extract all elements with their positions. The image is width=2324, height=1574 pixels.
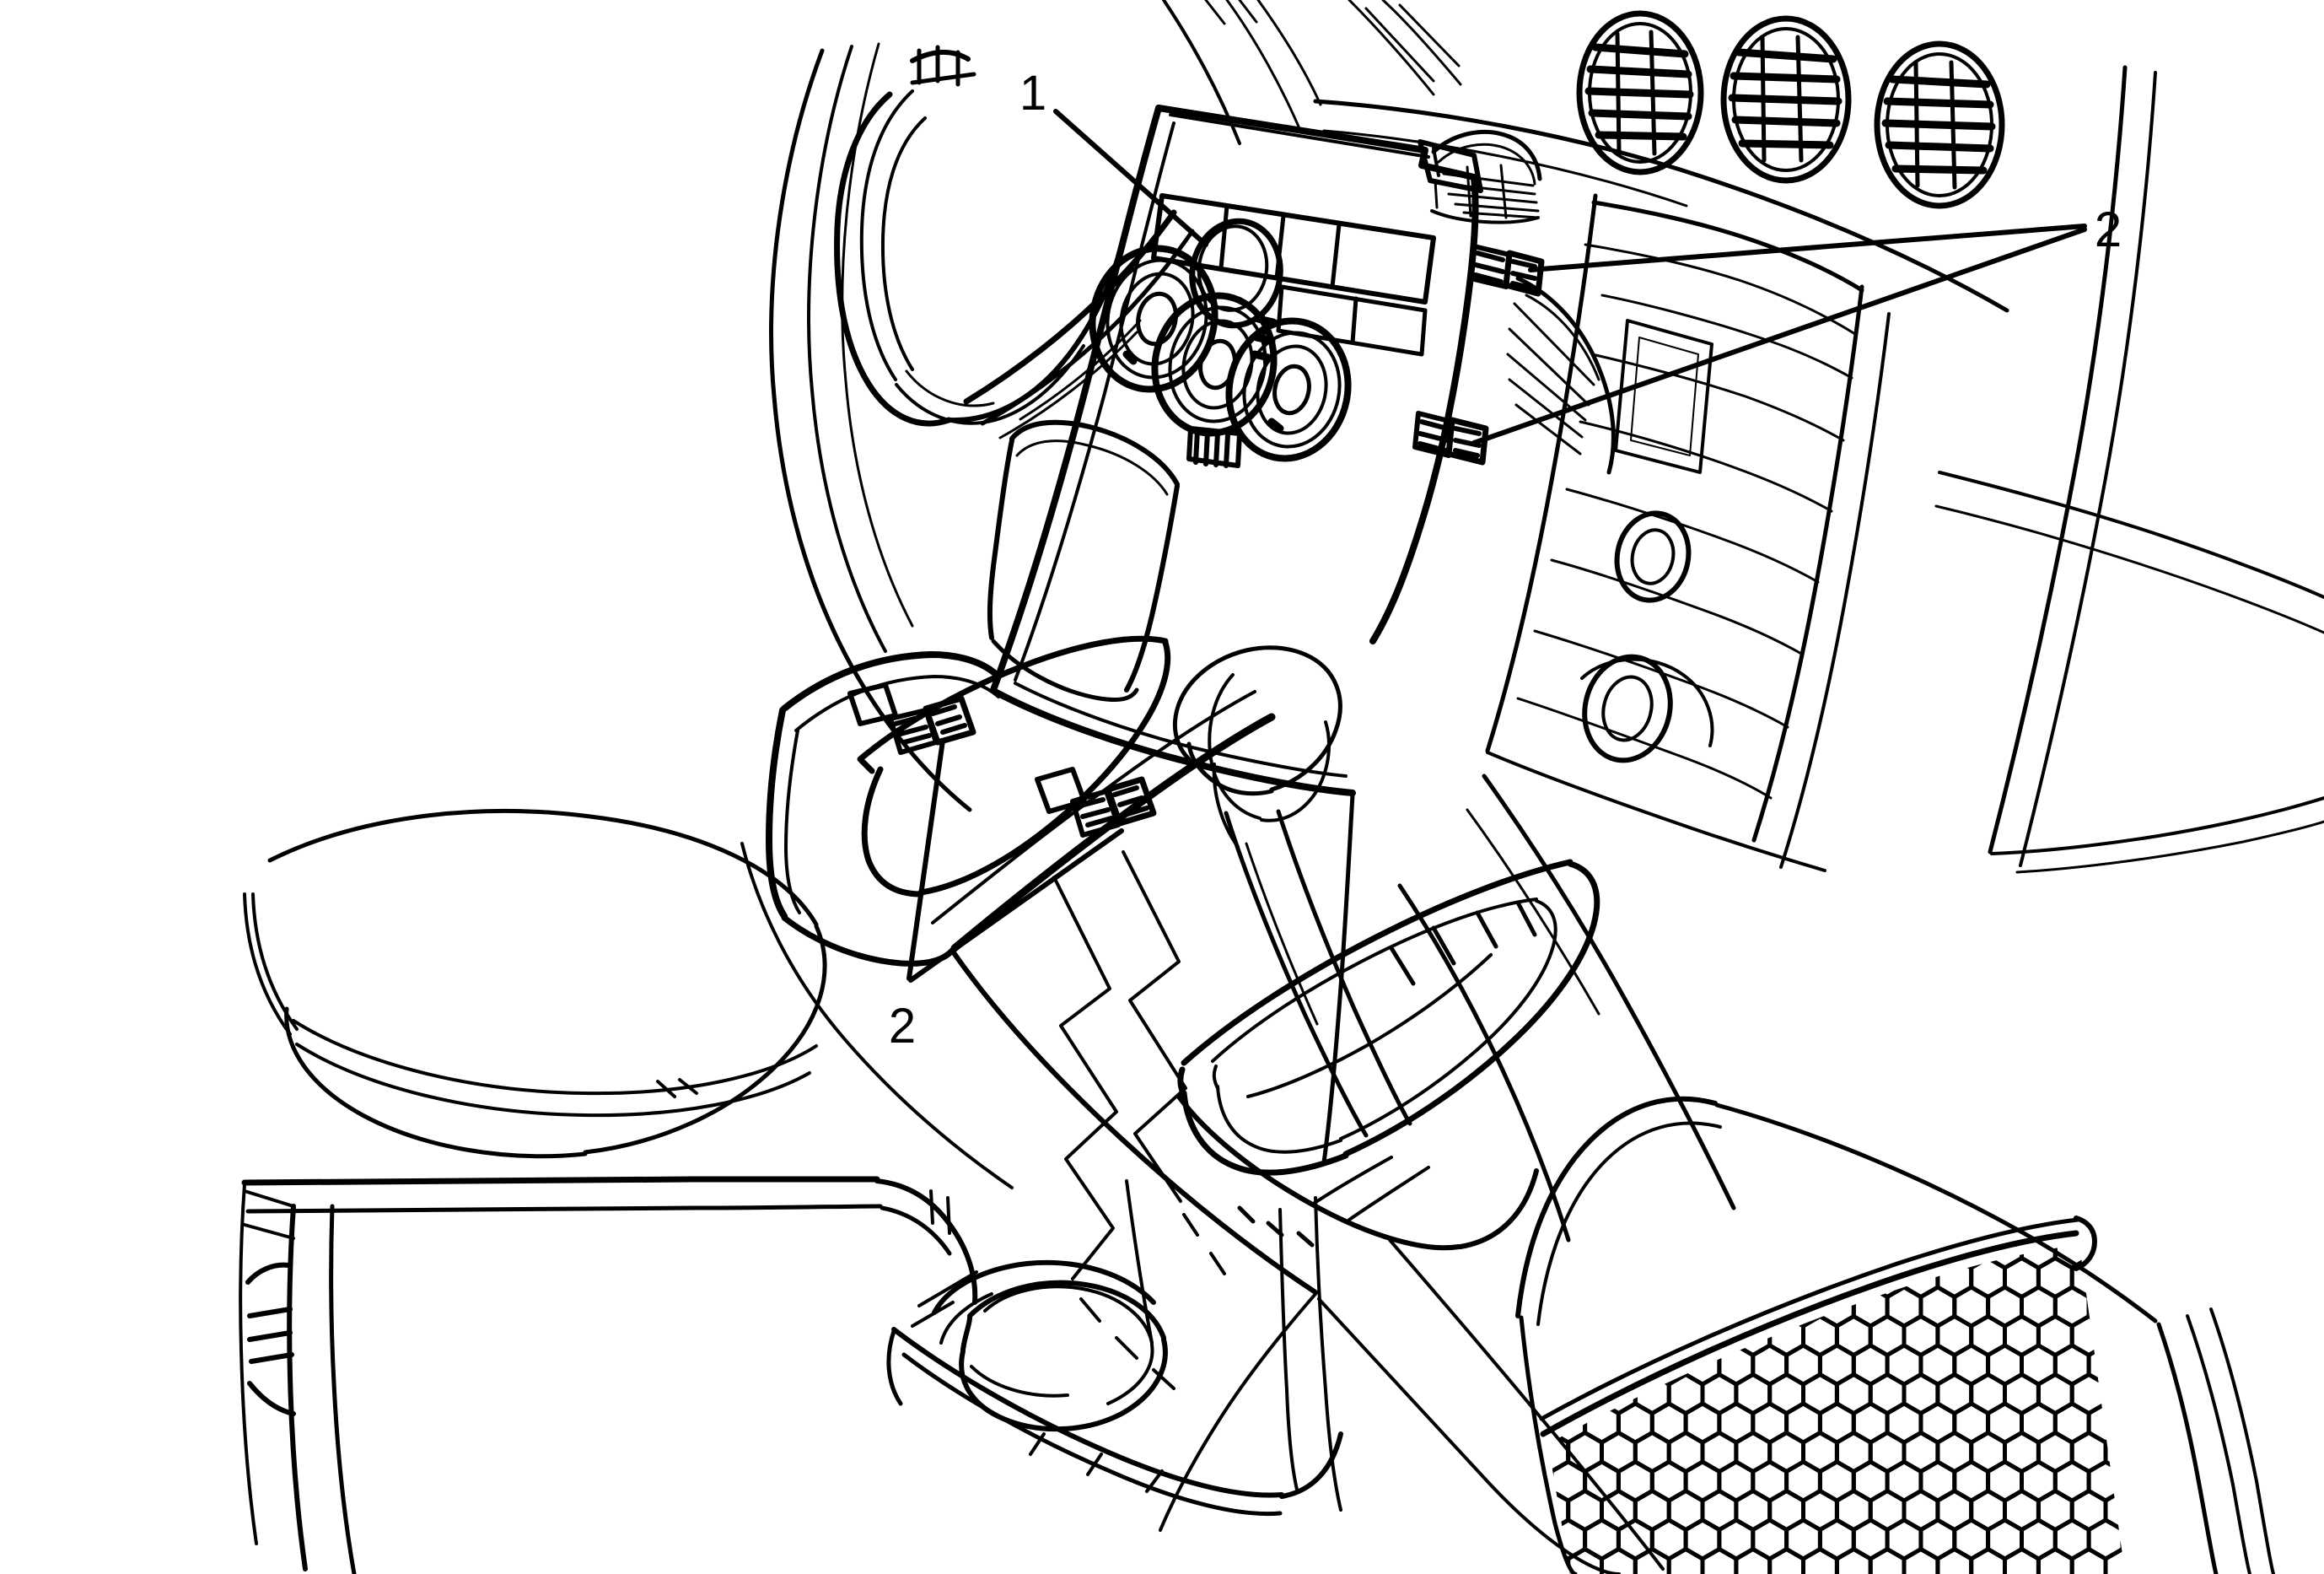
door-trim-panel	[1515, 1096, 2275, 1574]
driver-seat	[239, 809, 978, 1574]
retaining-clip-upper-right	[1468, 244, 1545, 297]
leader-2l-b	[908, 828, 1124, 983]
retaining-clip-console-left	[888, 695, 976, 755]
dashboard-air-vents[interactable]	[1576, 10, 2005, 209]
callout-labels: 1 2 2	[889, 66, 2122, 1054]
leader-2r-a	[1528, 224, 2087, 272]
air-vent-left	[1576, 10, 1704, 175]
door-map-pocket-net	[1548, 1245, 2125, 1574]
hvac-control-panel[interactable]	[1079, 193, 1436, 470]
leader-2r-b	[1471, 227, 2087, 445]
wiring-connector	[1186, 426, 1242, 468]
callout-label-2-right: 2	[2095, 202, 2122, 257]
air-vent-right	[1874, 40, 2005, 209]
callout-label-2-lower: 2	[889, 999, 916, 1054]
callout-leaders	[906, 109, 2087, 983]
cup-holder[interactable]	[886, 1179, 1343, 1517]
leader-2l-a	[906, 738, 945, 981]
console-wiring-channel	[1052, 850, 1226, 1390]
center-stack-bezel	[1485, 193, 1891, 872]
air-vent-middle	[1720, 15, 1852, 184]
callout-label-1: 1	[1019, 66, 1046, 121]
leader-1-a	[1053, 109, 1208, 247]
retaining-clip-console-right	[1070, 776, 1157, 838]
hvac-knob-middle[interactable]	[1142, 284, 1286, 445]
center-console-body	[740, 774, 1736, 1574]
hvac-knob-right[interactable]	[1216, 310, 1360, 470]
retaining-clip-lower-right	[1412, 411, 1489, 466]
right-pillar-trim	[1934, 65, 2324, 874]
hvac-knob-left[interactable]	[1079, 237, 1228, 401]
clip-seat-bosses	[847, 682, 1087, 814]
